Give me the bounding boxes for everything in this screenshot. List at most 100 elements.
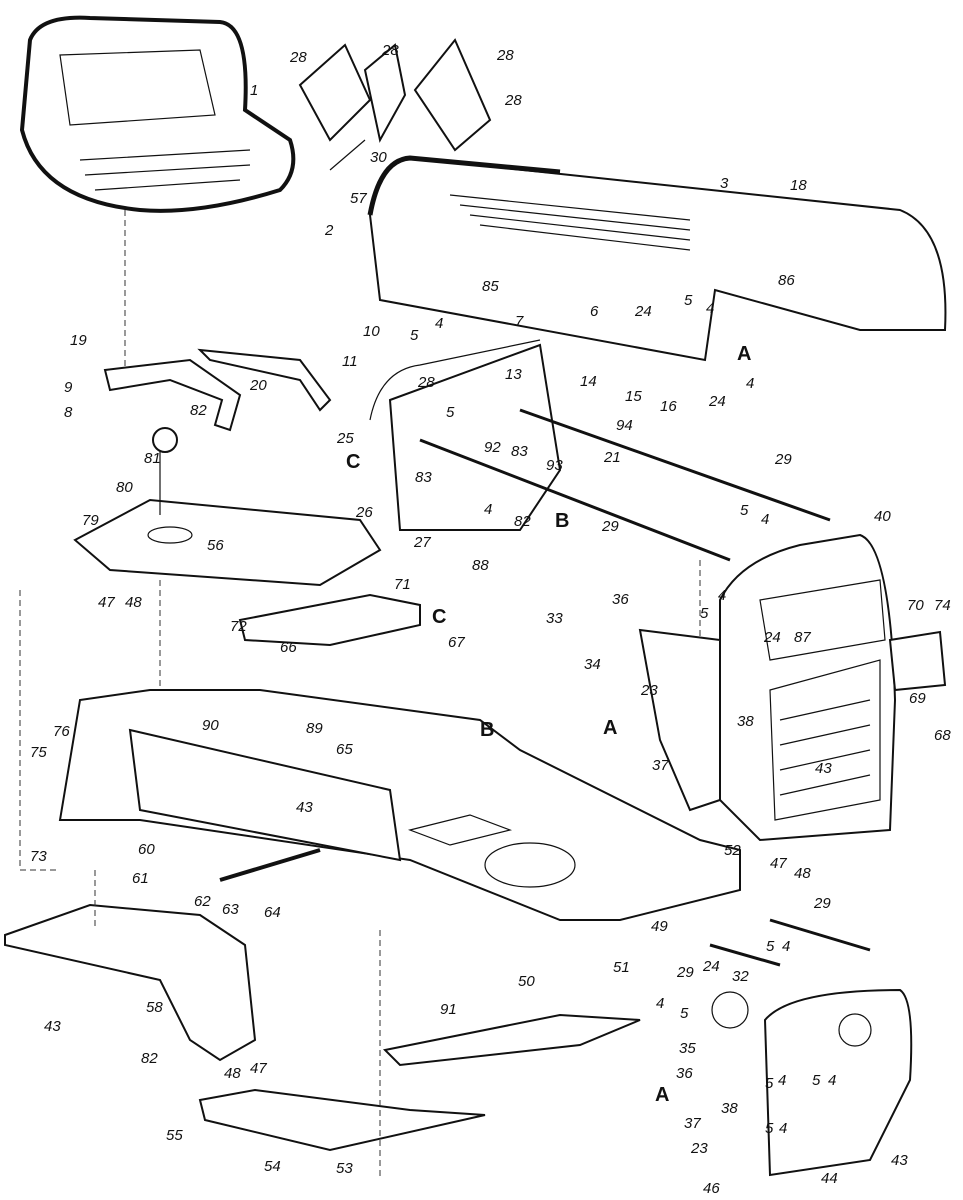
part-number-label: 91 xyxy=(440,1001,457,1018)
part-number-label: 5 xyxy=(765,1120,774,1137)
connection-marker-B: B xyxy=(555,510,569,532)
part-number-label: 69 xyxy=(909,690,926,707)
part-number-label: 74 xyxy=(934,597,951,614)
part-number-label: 29 xyxy=(601,518,619,535)
part-number-label: 43 xyxy=(815,760,832,777)
connection-marker-B: B xyxy=(480,719,494,741)
part-number-label: 11 xyxy=(342,353,358,370)
part-number-label: 28 xyxy=(504,92,522,109)
part-number-label: 36 xyxy=(676,1065,693,1082)
part-number-label: 43 xyxy=(44,1018,61,1035)
part-number-label: 56 xyxy=(207,537,224,554)
part-number-label: 33 xyxy=(546,610,563,627)
part-number-label: 48 xyxy=(224,1065,241,1082)
part-number-label: 35 xyxy=(679,1040,696,1057)
part-number-label: 65 xyxy=(336,741,353,758)
part-number-label: 85 xyxy=(482,278,499,295)
part-number-label: 27 xyxy=(413,534,431,551)
part-number-label: 51 xyxy=(613,959,630,976)
seat xyxy=(19,15,296,213)
part-number-label: 40 xyxy=(874,508,891,525)
rear-plate xyxy=(198,1088,486,1152)
footrest xyxy=(382,1013,641,1067)
part-number-label: 61 xyxy=(132,870,149,887)
part-number-label: 13 xyxy=(505,366,522,383)
part-number-label: 68 xyxy=(934,727,951,744)
part-number-label: 48 xyxy=(794,865,811,882)
part-number-label: 24 xyxy=(634,303,652,320)
connection-marker-A: A xyxy=(603,717,617,739)
headlight xyxy=(888,630,947,692)
part-number-label: 32 xyxy=(732,968,749,985)
part-number-label: 4 xyxy=(761,511,769,528)
part-number-label: 5 xyxy=(446,404,455,421)
part-number-label: 21 xyxy=(603,449,621,466)
part-number-label: 83 xyxy=(511,443,528,460)
part-number-label: 4 xyxy=(484,501,492,518)
part-number-label: 28 xyxy=(417,374,435,391)
part-number-label: 4 xyxy=(828,1072,836,1089)
part-number-label: 50 xyxy=(518,973,535,990)
connection-marker-A: A xyxy=(655,1084,669,1106)
part-number-label: 28 xyxy=(289,49,307,66)
part-number-label: 4 xyxy=(435,315,443,332)
part-number-label: 73 xyxy=(30,848,47,865)
part-number-label: 23 xyxy=(690,1140,708,1157)
part-number-label: 30 xyxy=(370,149,387,166)
part-number-label: 94 xyxy=(616,417,633,434)
part-number-label: 24 xyxy=(763,629,781,646)
part-number-label: 14 xyxy=(580,373,597,390)
part-number-label: 37 xyxy=(652,757,669,774)
part-number-label: 5 xyxy=(740,502,749,519)
part-number-label: 72 xyxy=(230,618,247,635)
part-number-label: 83 xyxy=(415,469,432,486)
part-number-label: 10 xyxy=(363,323,380,340)
part-number-label: 49 xyxy=(651,918,668,935)
side-panel xyxy=(638,628,721,812)
part-number-label: 16 xyxy=(660,398,677,415)
lower-grille xyxy=(763,988,913,1177)
part-number-label: 4 xyxy=(778,1072,786,1089)
part-number-label: 5 xyxy=(700,605,709,622)
rear-fender xyxy=(4,903,257,1062)
main-frame xyxy=(58,689,741,921)
part-number-label: 24 xyxy=(708,393,726,410)
part-number-label: 4 xyxy=(782,938,790,955)
connection-marker-C: C xyxy=(346,451,360,473)
part-number-label: 80 xyxy=(116,479,133,496)
part-number-label: 5 xyxy=(410,327,419,344)
part-number-label: 2 xyxy=(324,222,334,239)
seat-bracket xyxy=(103,358,242,432)
part-number-label: 46 xyxy=(703,1180,720,1197)
part-number-label: 63 xyxy=(222,901,239,918)
part-number-label: 43 xyxy=(891,1152,908,1169)
part-number-label: 75 xyxy=(30,744,47,761)
part-number-label: 88 xyxy=(472,557,489,574)
part-number-label: 19 xyxy=(70,332,87,349)
part-number-label: 70 xyxy=(907,597,924,614)
part-number-label: 5 xyxy=(812,1072,821,1089)
part-number-label: 82 xyxy=(190,402,207,419)
part-number-label: 3 xyxy=(720,175,729,192)
part-number-label: 60 xyxy=(138,841,155,858)
dash-panel xyxy=(388,343,562,531)
part-number-label: 4 xyxy=(779,1120,787,1137)
part-number-label: 37 xyxy=(684,1115,701,1132)
part-number-label: 90 xyxy=(202,717,219,734)
part-number-label: 44 xyxy=(821,1170,838,1187)
part-number-label: 38 xyxy=(721,1100,738,1117)
part-number-label: 62 xyxy=(194,893,211,910)
part-number-label: 67 xyxy=(448,634,465,651)
part-number-label: 57 xyxy=(350,190,367,207)
part-number-label: 29 xyxy=(676,964,694,981)
part-number-label: 5 xyxy=(680,1005,689,1022)
part-number-label: 47 xyxy=(770,855,787,872)
part-number-label: 82 xyxy=(514,513,531,530)
part-number-label: 93 xyxy=(546,457,563,474)
part-number-label: 4 xyxy=(746,375,754,392)
floor-plate xyxy=(238,593,421,647)
part-number-label: 5 xyxy=(766,938,775,955)
part-number-label: 81 xyxy=(144,450,161,467)
